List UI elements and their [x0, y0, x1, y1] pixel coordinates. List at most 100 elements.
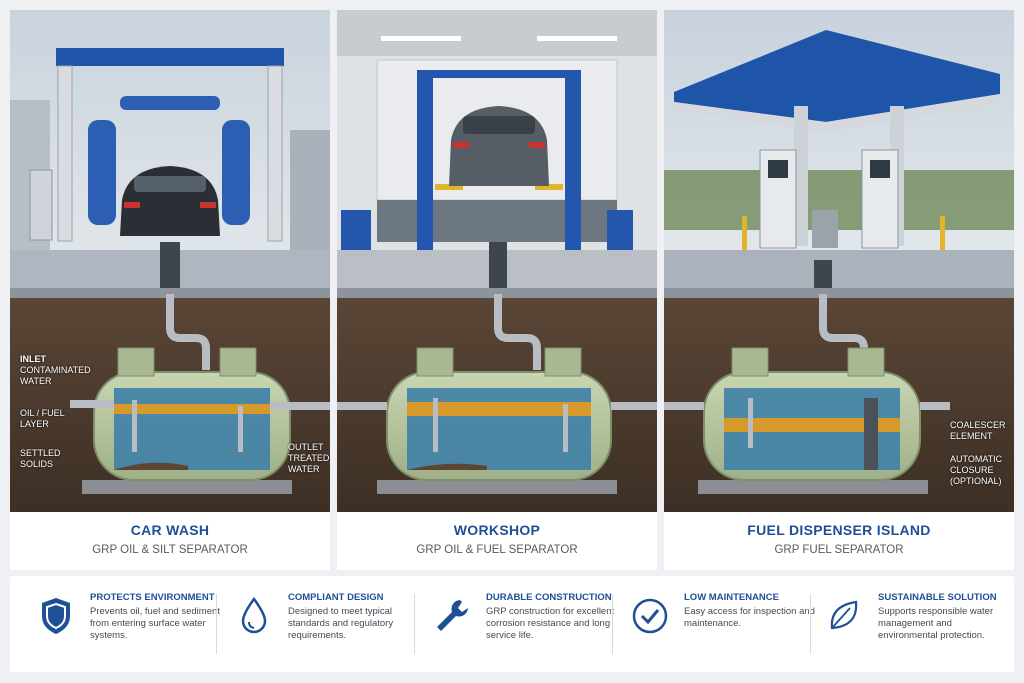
- workshop-concrete-base: [377, 480, 617, 494]
- label-oil-fuel-layer: OIL / FUEL LAYER: [20, 408, 65, 429]
- dispenser-screen-right: [870, 160, 890, 178]
- settled-solids: [114, 462, 188, 470]
- workshop-slab: [337, 288, 657, 298]
- workshop-inlet-baffle: [433, 398, 438, 452]
- workshop-car-light-right: [529, 142, 545, 148]
- left-brush: [88, 120, 116, 225]
- lift-arm-right: [535, 184, 563, 190]
- fuel-inlet-pipe: [819, 294, 868, 368]
- coalescer-element: [864, 398, 878, 470]
- fuel-island-caption: FUEL DISPENSER ISLAND GRP FUEL SEPARATOR: [664, 512, 1014, 570]
- right-brush: [222, 120, 250, 225]
- canopy-underside: [674, 94, 1000, 132]
- fuel-island-subtitle: GRP FUEL SEPARATOR: [774, 544, 904, 556]
- workshop-oil-layer: [407, 402, 591, 416]
- wash-gantry-roof: [56, 48, 284, 66]
- ceiling-light-left: [381, 36, 461, 41]
- workshop-shaft-left: [416, 347, 454, 377]
- car-tail-light-right: [200, 202, 216, 208]
- bollard-right: [940, 216, 945, 250]
- workshop-car-light-left: [453, 142, 469, 148]
- feature-divider: [414, 594, 415, 654]
- treated-water: [114, 388, 270, 470]
- forecourt-slab: [664, 288, 1014, 298]
- feature-durable-construction: DURABLE CONSTRUCTION GRP construction fo…: [430, 592, 614, 656]
- fuel-island-scene: [664, 10, 1014, 520]
- workshop-inlet-pipe: [494, 294, 541, 370]
- feature-protects-environment: PROTECTS ENVIRONMENT Prevents oil, fuel …: [34, 592, 220, 656]
- lift-left-post: [417, 74, 433, 250]
- feature-divider: [810, 594, 811, 654]
- ground-slab: [10, 288, 330, 298]
- fence: [290, 130, 330, 250]
- oil-fuel-layer: [114, 404, 270, 414]
- leaf-icon: [830, 600, 858, 630]
- dispenser-screen-left: [768, 160, 788, 178]
- control-box: [29, 169, 53, 241]
- access-shaft-left: [117, 347, 155, 377]
- tool-cabinet-right: [607, 210, 633, 250]
- fuel-canopy: [674, 30, 1000, 122]
- bollard-left: [742, 216, 747, 250]
- workshop-scene: [337, 10, 657, 520]
- fuel-oil-layer: [724, 418, 900, 432]
- fuel-link-pipe-in: [664, 402, 704, 410]
- fuel-inlet-baffle: [748, 398, 753, 448]
- car-wash-title: CAR WASH: [130, 522, 210, 538]
- top-brush: [120, 96, 220, 110]
- car-rear-window: [134, 176, 206, 192]
- label-automatic-closure: AUTOMATIC CLOSURE (OPTIONAL): [950, 454, 1003, 486]
- tank-inlet-pipe: [70, 400, 114, 408]
- water-drop-icon: [241, 596, 267, 634]
- workshop-shaft-right: [544, 347, 582, 377]
- canopy-column-left: [794, 106, 808, 246]
- ceiling: [337, 10, 657, 56]
- workshop-title: WORKSHOP: [453, 522, 541, 538]
- feature-low-maintenance: LOW MAINTENANCE Easy access for inspecti…: [628, 592, 815, 656]
- outlet-baffle: [238, 406, 243, 452]
- car-wash-caption: CAR WASH GRP OIL & SILT SEPARATOR: [10, 512, 330, 570]
- forecourt: [664, 250, 1014, 290]
- fuel-shaft-right: [847, 347, 885, 377]
- tree-line: [664, 170, 1014, 230]
- tool-cabinet-left: [341, 210, 371, 250]
- inlet-pipe: [166, 294, 210, 370]
- label-outlet: OUTLET TREATED WATER: [288, 442, 330, 474]
- lift-crossbar: [417, 70, 581, 78]
- island-cabinet: [812, 210, 838, 248]
- label-settled-solids: SETTLED SOLIDS: [20, 448, 61, 469]
- fuel-concrete-base: [698, 480, 928, 494]
- feature-divider: [216, 594, 217, 654]
- car-tail-light-left: [124, 202, 140, 208]
- fuel-dispenser-left: [759, 149, 797, 249]
- drain-channel: [160, 242, 180, 292]
- ceiling-light-right: [537, 36, 617, 41]
- fuel-island-title: FUEL DISPENSER ISLAND: [747, 522, 931, 538]
- workshop-link-pipe-in: [337, 402, 387, 410]
- workshop-panel: [337, 10, 657, 520]
- wrench-icon: [437, 600, 468, 631]
- forecourt-drain: [814, 260, 832, 292]
- workshop-subtitle: GRP OIL & FUEL SEPARATOR: [416, 544, 578, 556]
- car-wash-scene: [10, 10, 330, 520]
- shield-icon: [42, 598, 70, 634]
- lift-right-post: [565, 74, 581, 250]
- workshop-car-window: [463, 116, 535, 134]
- lift-arm-left: [435, 184, 463, 190]
- inlet-baffle: [132, 400, 137, 452]
- workshop-drain: [489, 242, 507, 292]
- feature-divider: [612, 594, 613, 654]
- label-coalescer-element: COALESCER ELEMENT: [950, 420, 1006, 441]
- features-bar: PROTECTS ENVIRONMENT Prevents oil, fuel …: [10, 576, 1014, 672]
- fuel-shaft-left: [731, 347, 769, 377]
- workshop-link-pipe-out: [611, 402, 657, 410]
- car-wash-subtitle: GRP OIL & SILT SEPARATOR: [92, 544, 248, 556]
- concrete-base: [82, 480, 292, 494]
- check-circle-icon: [632, 598, 668, 634]
- feature-compliant-design: COMPLIANT DESIGN Designed to meet typica…: [232, 592, 402, 656]
- workshop-solids: [407, 463, 487, 470]
- access-shaft-right: [219, 347, 257, 377]
- tank-outlet-pipe: [270, 402, 330, 410]
